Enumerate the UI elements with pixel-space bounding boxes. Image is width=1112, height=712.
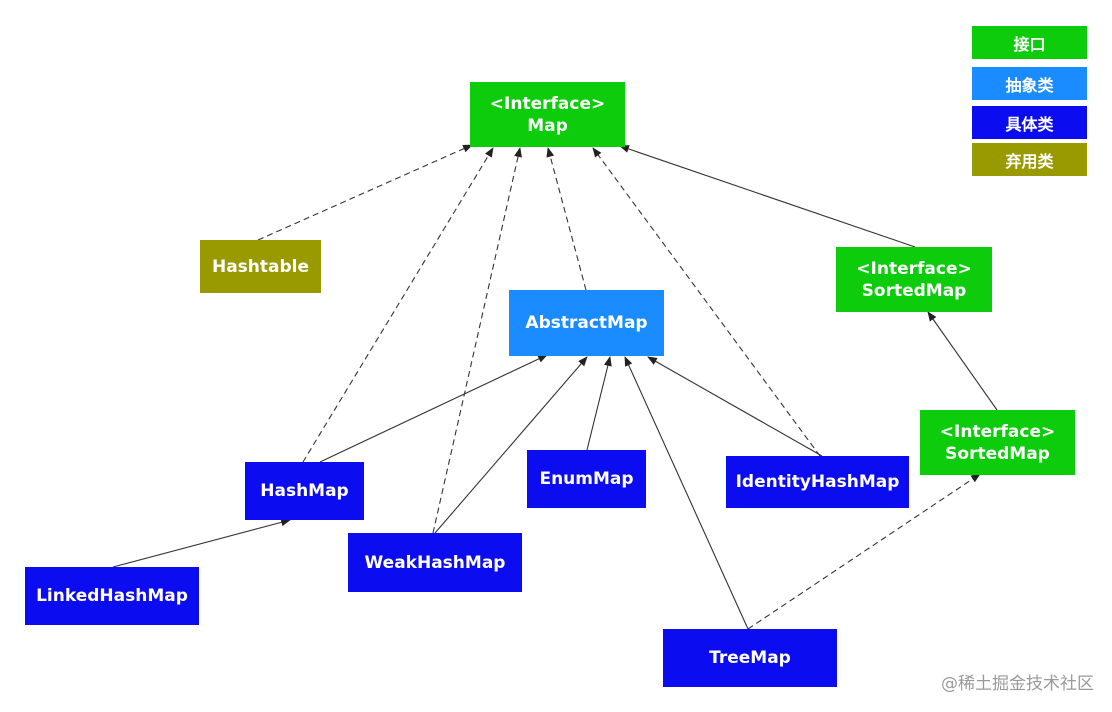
treemap-implements-sortedmap-arrow — [747, 473, 981, 630]
hashtable-implements-map-arrow — [257, 144, 473, 241]
hashtable-node: Hashtable — [200, 240, 321, 293]
identityhashmap-node: IdentityHashMap — [726, 456, 909, 508]
hashmap-extends-abstractmap-arrow — [319, 354, 548, 463]
legend-interface: 接口 — [972, 26, 1087, 59]
sortedmap-extends-map-arrow — [619, 145, 916, 248]
sortedmap-bottom-name: SortedMap — [945, 443, 1050, 464]
weakhashmap-implements-map-arrow — [432, 147, 522, 534]
abstractmap-implements-map-arrow — [546, 147, 587, 291]
identityhashmap-name: IdentityHashMap — [735, 472, 900, 492]
treemap-node: TreeMap — [663, 629, 837, 687]
identityhashmap-extends-abstractmap-arrow — [647, 356, 823, 457]
treemap-name: TreeMap — [709, 648, 791, 668]
sortedmap-top-name: SortedMap — [861, 280, 967, 301]
map-stereotype: <Interface> — [489, 93, 606, 114]
sortedmap-bottom-interface-node: <Interface> SortedMap — [920, 410, 1075, 475]
legend-abstract-class-label: 抽象类 — [1005, 75, 1054, 95]
enummap-name: EnumMap — [539, 469, 634, 489]
treemap-extends-abstractmap-arrow — [624, 356, 749, 630]
weakhashmap-name: WeakHashMap — [364, 552, 506, 573]
sortedmap-bottom-stereotype: <Interface> — [939, 421, 1056, 442]
linkedhashmap-extends-hashmap-arrow — [112, 518, 291, 568]
hashtable-name: Hashtable — [211, 256, 310, 277]
legend-deprecated-class: 弃用类 — [972, 143, 1087, 176]
legend-deprecated-class-label: 弃用类 — [1005, 151, 1054, 171]
legend-concrete-class: 具体类 — [972, 106, 1087, 139]
legend-concrete-class-label: 具体类 — [1005, 114, 1054, 134]
enummap-extends-abstractmap-arrow — [586, 356, 612, 451]
weakhashmap-node: WeakHashMap — [348, 533, 522, 592]
abstractmap-node: AbstractMap — [509, 290, 664, 356]
abstractmap-name: AbstractMap — [525, 313, 648, 333]
enummap-node: EnumMap — [527, 450, 646, 508]
sortedmap-top-interface-node: <Interface> SortedMap — [836, 247, 992, 312]
map-interface-node: <Interface> Map — [470, 82, 625, 147]
map-name: Map — [527, 115, 568, 136]
sortedmap-extends-sortedmap-arrow — [927, 311, 998, 411]
linkedhashmap-name: LinkedHashMap — [36, 586, 188, 606]
sortedmap-top-stereotype: <Interface> — [856, 258, 972, 279]
legend-abstract-class: 抽象类 — [972, 67, 1087, 100]
hashmap-implements-map-arrow — [302, 147, 494, 463]
legend-interface-label: 接口 — [1013, 34, 1046, 54]
identityhashmap-implements-map-arrow — [592, 147, 821, 457]
weakhashmap-extends-abstractmap-arrow — [434, 356, 588, 534]
watermark: @稀土掘金技术社区 — [941, 674, 1094, 694]
linkedhashmap-node: LinkedHashMap — [25, 567, 199, 625]
hashmap-node: HashMap — [245, 462, 364, 520]
hashmap-name: HashMap — [260, 481, 349, 501]
